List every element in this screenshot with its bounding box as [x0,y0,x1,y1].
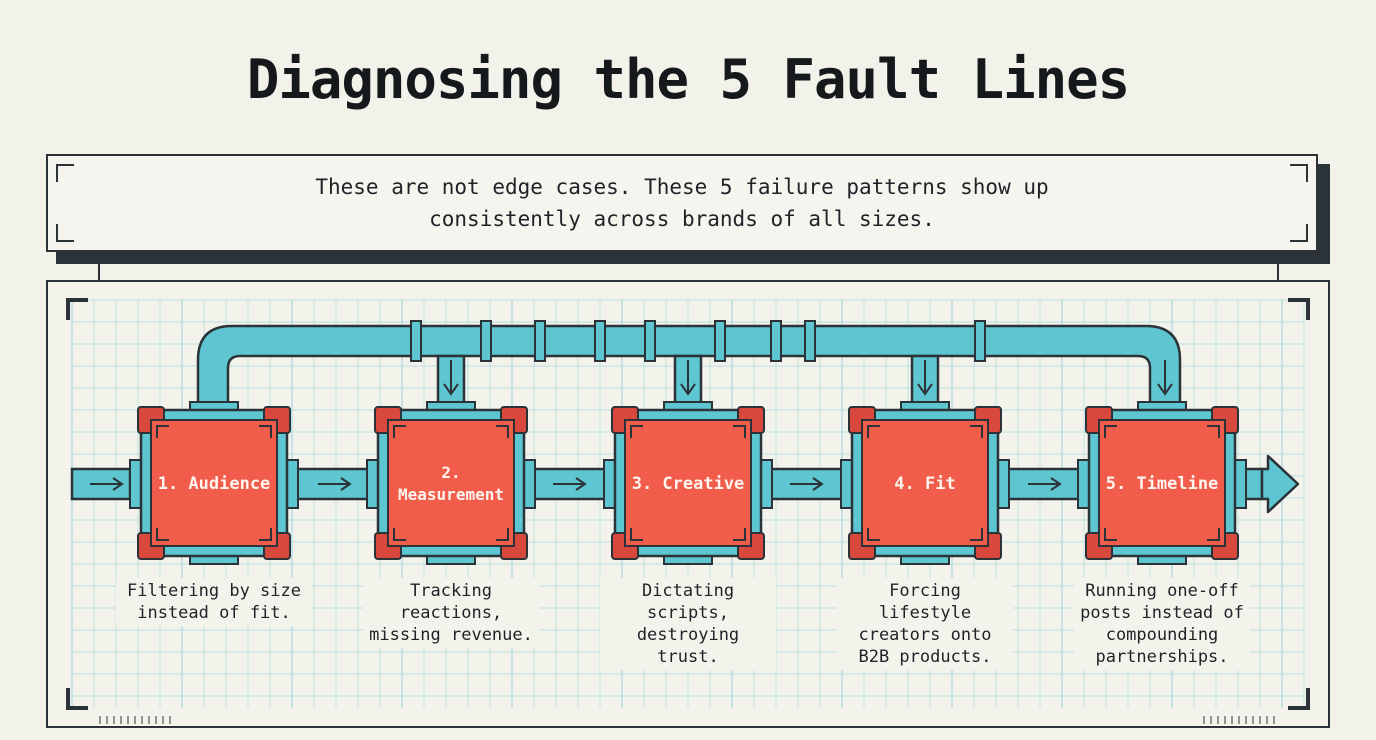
right-arrow-icon [318,477,352,491]
bracket-mark [867,528,880,541]
frame-corner [1288,688,1310,710]
down-arrow-icon [1157,360,1173,396]
frame-corner [66,688,88,710]
stage-description: Running one-off posts instead of compoun… [1074,578,1250,670]
bracket-mark [259,528,272,541]
pipe-coupling [480,320,492,362]
output-arrow-icon [1260,454,1300,514]
pipe-coupling [534,320,546,362]
pipe-coupling [644,320,656,362]
down-arrow-icon [443,360,459,396]
bracket-mark [1104,528,1117,541]
page-title: Diagnosing the 5 Fault Lines [246,48,1130,111]
stage-label: 2. Measurement [398,463,504,504]
bracket-mark [733,425,746,438]
stage-description: Tracking reactions, missing revenue. [363,578,539,648]
blueprint-frame [66,298,1310,710]
corner-mark [56,164,74,182]
pipe-coupling [974,320,986,362]
stage-description: Forcing lifestyle creators onto B2B prod… [837,578,1013,670]
bracket-mark [156,425,169,438]
pipe-coupling [714,320,726,362]
pipe-coupling [804,320,816,362]
stage-label: 1. Audience [157,474,271,494]
pipe-coupling [770,320,782,362]
pipe-network [70,320,1300,514]
pipe-coupling [594,320,606,362]
stage-box [387,419,515,547]
down-arrow-icon [917,360,933,396]
frame-corner [66,298,88,320]
pipe-coupling [410,320,422,362]
bracket-mark [630,528,643,541]
right-arrow-icon [1028,477,1062,491]
corner-mark [56,224,74,242]
stage-box [861,419,989,547]
stage-box [624,419,752,547]
stage-description: Dictating scripts, destroying trust. [600,578,776,670]
stage-box [1098,419,1226,547]
stage-label: 3. Creative [631,474,745,494]
bracket-mark [156,528,169,541]
bracket-mark [970,528,983,541]
bracket-mark [259,425,272,438]
right-arrow-icon [553,477,587,491]
corner-mark [1290,164,1308,182]
stage-box [150,419,278,547]
frame-corner [1288,298,1310,320]
connector-line [98,262,100,282]
bracket-mark [630,425,643,438]
connector-line [1277,262,1279,282]
bracket-mark [393,528,406,541]
down-arrow-icon [680,360,696,396]
stage-label: 4. Fit [894,474,956,494]
bracket-mark [1104,425,1117,438]
bracket-mark [970,425,983,438]
bracket-mark [1207,425,1220,438]
intro-text: These are not edge cases. These 5 failur… [315,175,1049,231]
stage-boxes [137,401,1239,565]
right-arrow-icon [90,477,124,491]
bracket-mark [1207,528,1220,541]
right-arrow-icon [790,477,824,491]
stage-label: 5. Timeline [1105,474,1219,494]
bracket-mark [867,425,880,438]
bracket-mark [733,528,746,541]
stage-description: Filtering by size instead of fit. [116,578,312,626]
bracket-mark [496,425,509,438]
bracket-mark [393,425,406,438]
bracket-mark [496,528,509,541]
intro-callout: These are not edge cases. These 5 failur… [46,154,1318,252]
corner-mark [1290,224,1308,242]
